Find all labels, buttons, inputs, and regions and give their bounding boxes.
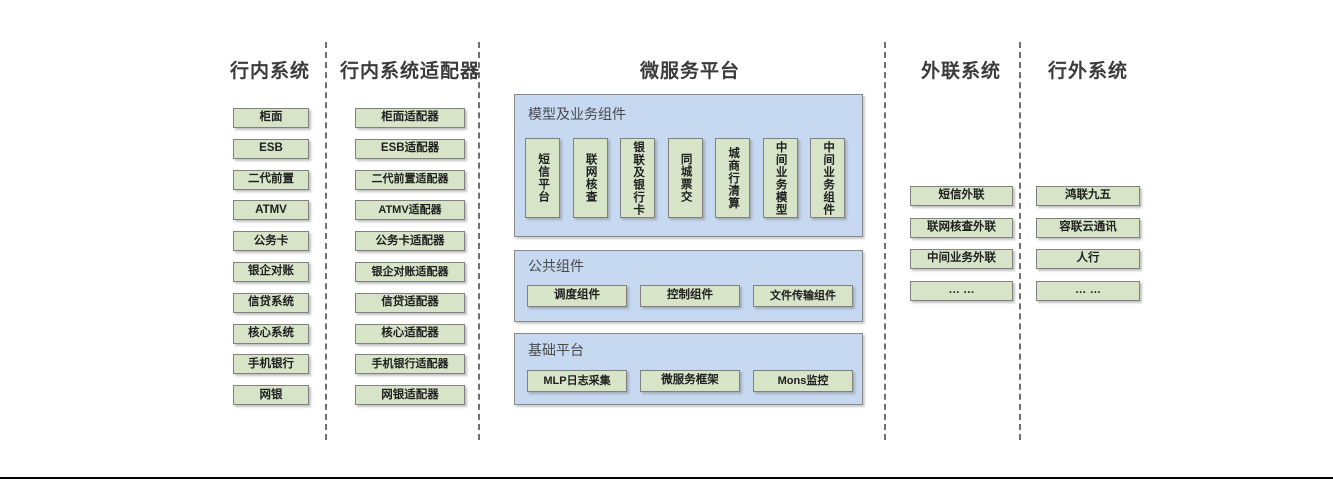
node-model-business-2[interactable]: 银联及银行卡 [620, 138, 655, 218]
node-inhouse-9[interactable]: 网银 [233, 385, 309, 406]
node-base-platform-0[interactable]: MLP日志采集 [527, 370, 627, 392]
node-inhouse-adapter-1[interactable]: ESB适配器 [355, 138, 465, 159]
node-inhouse-adapter-3[interactable]: ATMV适配器 [355, 200, 465, 221]
node-inhouse-6[interactable]: 信贷系统 [233, 292, 309, 313]
column-header-platform: 微服务平台 [639, 61, 740, 82]
column-divider-1 [325, 42, 327, 440]
column-divider-3 [884, 42, 886, 440]
node-inhouse-8[interactable]: 手机银行 [233, 354, 309, 375]
node-outside-bank-3[interactable]: … … [1036, 280, 1140, 301]
column-header-external-link: 外联系统 [920, 61, 1001, 82]
node-inhouse-adapter-6[interactable]: 信贷适配器 [355, 292, 465, 313]
column-header-inhouse-adapter: 行内系统适配器 [340, 61, 481, 82]
node-common-components-2[interactable]: 文件传输组件 [753, 285, 853, 307]
node-inhouse-3[interactable]: ATMV [233, 200, 309, 221]
node-model-business-3[interactable]: 同城票交 [667, 138, 703, 218]
node-outside-bank-0[interactable]: 鸿联九五 [1036, 186, 1140, 206]
node-external-link-3[interactable]: … … [910, 280, 1013, 301]
node-inhouse-7[interactable]: 核心系统 [233, 323, 309, 344]
node-model-business-4[interactable]: 城商行清算 [715, 138, 750, 218]
node-external-link-1[interactable]: 联网核查外联 [910, 217, 1013, 238]
node-external-link-0[interactable]: 短信外联 [910, 186, 1013, 206]
node-inhouse-adapter-2[interactable]: 二代前置适配器 [355, 169, 465, 190]
column-header-inhouse: 行内系统 [229, 61, 310, 82]
node-common-components-0[interactable]: 调度组件 [527, 285, 627, 307]
node-external-link-2[interactable]: 中间业务外联 [910, 249, 1013, 269]
node-model-business-6[interactable]: 中间业务组件 [810, 138, 845, 218]
node-model-business-5[interactable]: 中间业务模型 [762, 138, 798, 218]
node-inhouse-adapter-7[interactable]: 核心适配器 [355, 323, 465, 344]
node-inhouse-adapter-4[interactable]: 公务卡适配器 [355, 231, 465, 252]
panel-title-model-business: 模型及业务组件 [528, 106, 626, 122]
node-inhouse-adapter-9[interactable]: 网银适配器 [355, 385, 465, 406]
node-inhouse-0[interactable]: 柜面 [233, 108, 309, 128]
node-inhouse-5[interactable]: 银企对账 [233, 262, 309, 282]
panel-title-base-platform: 基础平台 [528, 342, 584, 358]
node-inhouse-adapter-5[interactable]: 银企对账适配器 [355, 262, 465, 282]
node-base-platform-2[interactable]: Mons监控 [753, 370, 853, 392]
column-header-outside-bank: 行外系统 [1047, 61, 1128, 82]
panel-title-common-components: 公共组件 [528, 258, 584, 274]
node-inhouse-adapter-8[interactable]: 手机银行适配器 [355, 354, 465, 375]
node-base-platform-1[interactable]: 微服务框架 [640, 370, 740, 392]
node-inhouse-1[interactable]: ESB [233, 138, 309, 159]
column-divider-2 [478, 42, 480, 440]
node-common-components-1[interactable]: 控制组件 [640, 285, 740, 307]
node-inhouse-4[interactable]: 公务卡 [233, 231, 309, 252]
node-inhouse-adapter-0[interactable]: 柜面适配器 [355, 108, 465, 128]
node-outside-bank-1[interactable]: 容联云通讯 [1036, 217, 1140, 238]
panel-base-platform [514, 333, 863, 405]
bottom-rule [0, 477, 1333, 479]
node-model-business-1[interactable]: 联网核查 [572, 138, 608, 218]
node-outside-bank-2[interactable]: 人行 [1036, 249, 1140, 269]
node-inhouse-2[interactable]: 二代前置 [233, 169, 309, 190]
column-divider-4 [1019, 42, 1021, 440]
node-model-business-0[interactable]: 短信平台 [525, 138, 560, 218]
